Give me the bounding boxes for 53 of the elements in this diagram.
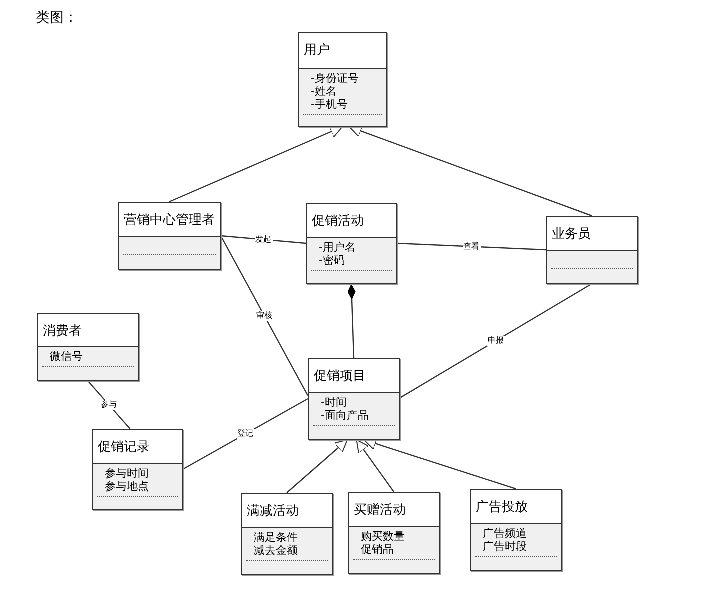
attribute-text: -时间 <box>321 396 348 409</box>
class-name: 满减活动 <box>247 503 299 520</box>
association-line <box>182 398 308 470</box>
attribute-text: -手机号 <box>311 98 349 111</box>
generalization-arrow <box>286 440 348 494</box>
attribute-text: 微信号 <box>50 350 84 363</box>
attribute-text: 满足条件 <box>254 531 299 544</box>
attribute-text: 广告时段 <box>483 540 528 553</box>
attribute-text: -姓名 <box>311 85 338 98</box>
class-name: 广告投放 <box>476 499 528 516</box>
association-line <box>220 236 309 396</box>
attribute-text: -面向产品 <box>321 409 370 422</box>
edge-label: 发起 <box>254 234 272 245</box>
association-line <box>400 283 592 399</box>
attribute-text: 参与时间 <box>105 467 150 480</box>
class-name: 业务员 <box>552 226 591 243</box>
attribute-text: 广告频道 <box>483 527 528 540</box>
class-name: 用户 <box>304 42 330 59</box>
class-name: 消费者 <box>43 323 82 340</box>
attribute-text: 促销品 <box>361 543 395 556</box>
class-box <box>118 202 221 270</box>
attribute-text: -用户名 <box>319 241 357 254</box>
class-name: 营销中心管理者 <box>124 212 215 229</box>
class-name: 促销记录 <box>98 439 150 456</box>
class-box <box>308 358 400 440</box>
class-box <box>348 492 440 574</box>
attribute-text: 减去金额 <box>254 544 299 557</box>
generalization-arrow <box>356 440 394 492</box>
class-name: 促销活动 <box>312 213 364 230</box>
class-name: 买赠活动 <box>354 502 406 519</box>
association-line <box>88 380 131 430</box>
attribute-text: 参与地点 <box>105 480 150 493</box>
attribute-text: 购买数量 <box>361 530 406 543</box>
class-box <box>306 203 397 284</box>
generalization-arrow <box>349 125 592 217</box>
class-box <box>241 493 333 575</box>
class-box <box>92 429 183 510</box>
class-box <box>298 32 387 127</box>
edge-label: 登记 <box>236 429 254 440</box>
attribute-text: -密码 <box>319 254 346 267</box>
edge-label: 审核 <box>256 310 274 321</box>
edge-label: 参与 <box>100 400 118 410</box>
edge-label: 申报 <box>487 336 505 346</box>
class-name: 促销项目 <box>314 368 366 385</box>
generalization-arrow <box>169 126 343 203</box>
association-line <box>396 242 546 251</box>
title-text: 类图： <box>36 9 78 27</box>
class-box <box>546 216 638 284</box>
class-box <box>37 313 139 381</box>
class-box <box>470 489 562 571</box>
edge-label: 查看 <box>462 242 480 252</box>
attribute-text: -身份证号 <box>311 72 360 85</box>
composition-line <box>348 284 356 358</box>
